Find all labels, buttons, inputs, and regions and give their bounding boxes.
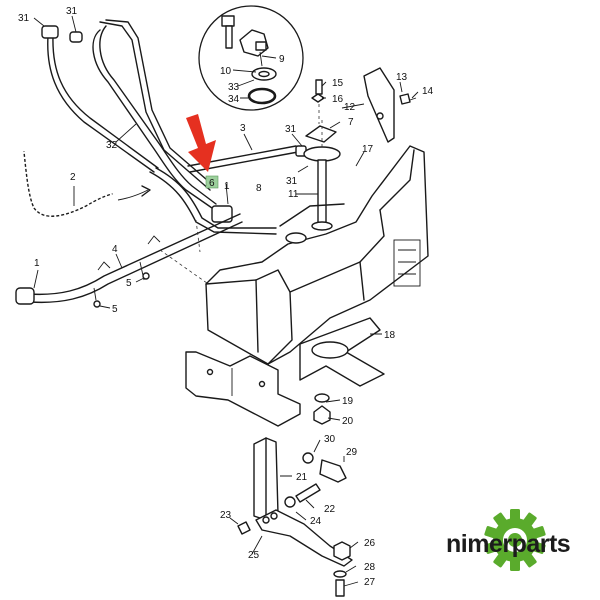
callout-27: 27: [364, 577, 376, 588]
corrugated-hose-2: [20, 151, 151, 220]
bolt-27: [335, 579, 345, 597]
brand-logo-text: nimerparts: [446, 530, 571, 558]
callout-6: 6: [209, 178, 215, 189]
callout-12: 12: [344, 102, 356, 113]
callout-19: 19: [342, 396, 354, 407]
bracket-12: [311, 67, 417, 143]
callout-32: 32: [106, 140, 118, 151]
callout-10: 10: [220, 66, 232, 77]
bolt-15: [315, 79, 323, 95]
hose-assembly-32: [41, 19, 307, 235]
callout-labels: 31 31 32 2 3 6 1 8 4 1 5 5 9 10 33 34 15…: [18, 6, 434, 588]
callout-1b: 1: [34, 258, 40, 269]
gear-tooth: [510, 559, 520, 571]
clamp-31b: [69, 31, 83, 43]
callout-23: 23: [220, 510, 232, 521]
callout-24: 24: [310, 516, 322, 527]
callout-28: 28: [364, 562, 376, 573]
callout-20: 20: [342, 416, 354, 427]
callout-26: 26: [364, 538, 376, 549]
nimerparts-gear-icon: [484, 509, 546, 571]
leader-lines: [33, 15, 419, 587]
callout-31a: 31: [18, 13, 30, 24]
callout-1a: 1: [224, 181, 230, 192]
callout-16: 16: [332, 94, 344, 105]
nut-23: [237, 521, 251, 535]
callout-11: 11: [288, 189, 299, 200]
callout-31b: 31: [66, 6, 78, 17]
hose-fitting-1b: [15, 287, 35, 305]
nut-20: [313, 405, 331, 425]
callout-8: 8: [256, 183, 262, 194]
callout-18: 18: [384, 330, 396, 341]
callout-17: 17: [362, 144, 374, 155]
callout-25: 25: [248, 550, 260, 561]
bracket-25: [255, 509, 353, 567]
callout-7: 7: [348, 117, 354, 128]
washer-28: [333, 570, 347, 578]
callout-34: 34: [228, 94, 240, 105]
washer-30: [302, 452, 314, 464]
tank-platform-18: [185, 317, 385, 427]
callout-9: 9: [279, 54, 285, 65]
callout-21: 21: [296, 472, 308, 483]
bolt-29: [319, 459, 347, 483]
bolt-22: [295, 483, 321, 503]
callout-31d: 31: [286, 176, 298, 187]
inset-detail: [198, 5, 304, 111]
gasket-7: [305, 125, 337, 143]
nut-5a: [142, 272, 150, 280]
callout-4: 4: [112, 244, 118, 255]
callout-33: 33: [228, 82, 240, 93]
fuel-sender-11: [303, 120, 341, 231]
callout-15: 15: [332, 78, 344, 89]
red-arrow-indicator: [186, 114, 216, 172]
callout-30: 30: [324, 434, 336, 445]
callout-5a: 5: [126, 278, 132, 289]
nut-5b: [93, 300, 101, 308]
callout-22: 22: [324, 504, 336, 515]
highlight-callout-6: [205, 175, 219, 189]
bolt-13: [399, 93, 411, 105]
callout-29: 29: [346, 447, 358, 458]
bracket-21: [253, 437, 279, 521]
callout-2: 2: [70, 172, 76, 183]
gear-tooth: [510, 509, 520, 521]
callout-13: 13: [396, 72, 408, 83]
nut-26: [333, 541, 351, 561]
callout-31c: 31: [285, 124, 297, 135]
vent-line-4: [15, 213, 243, 308]
callout-5b: 5: [112, 304, 118, 315]
ring-19: [314, 393, 330, 403]
callout-3: 3: [240, 123, 246, 134]
callout-14: 14: [422, 86, 434, 97]
washer-24: [284, 496, 296, 508]
clamp-31a: [41, 25, 59, 39]
fuel-tank-17: [205, 145, 429, 365]
